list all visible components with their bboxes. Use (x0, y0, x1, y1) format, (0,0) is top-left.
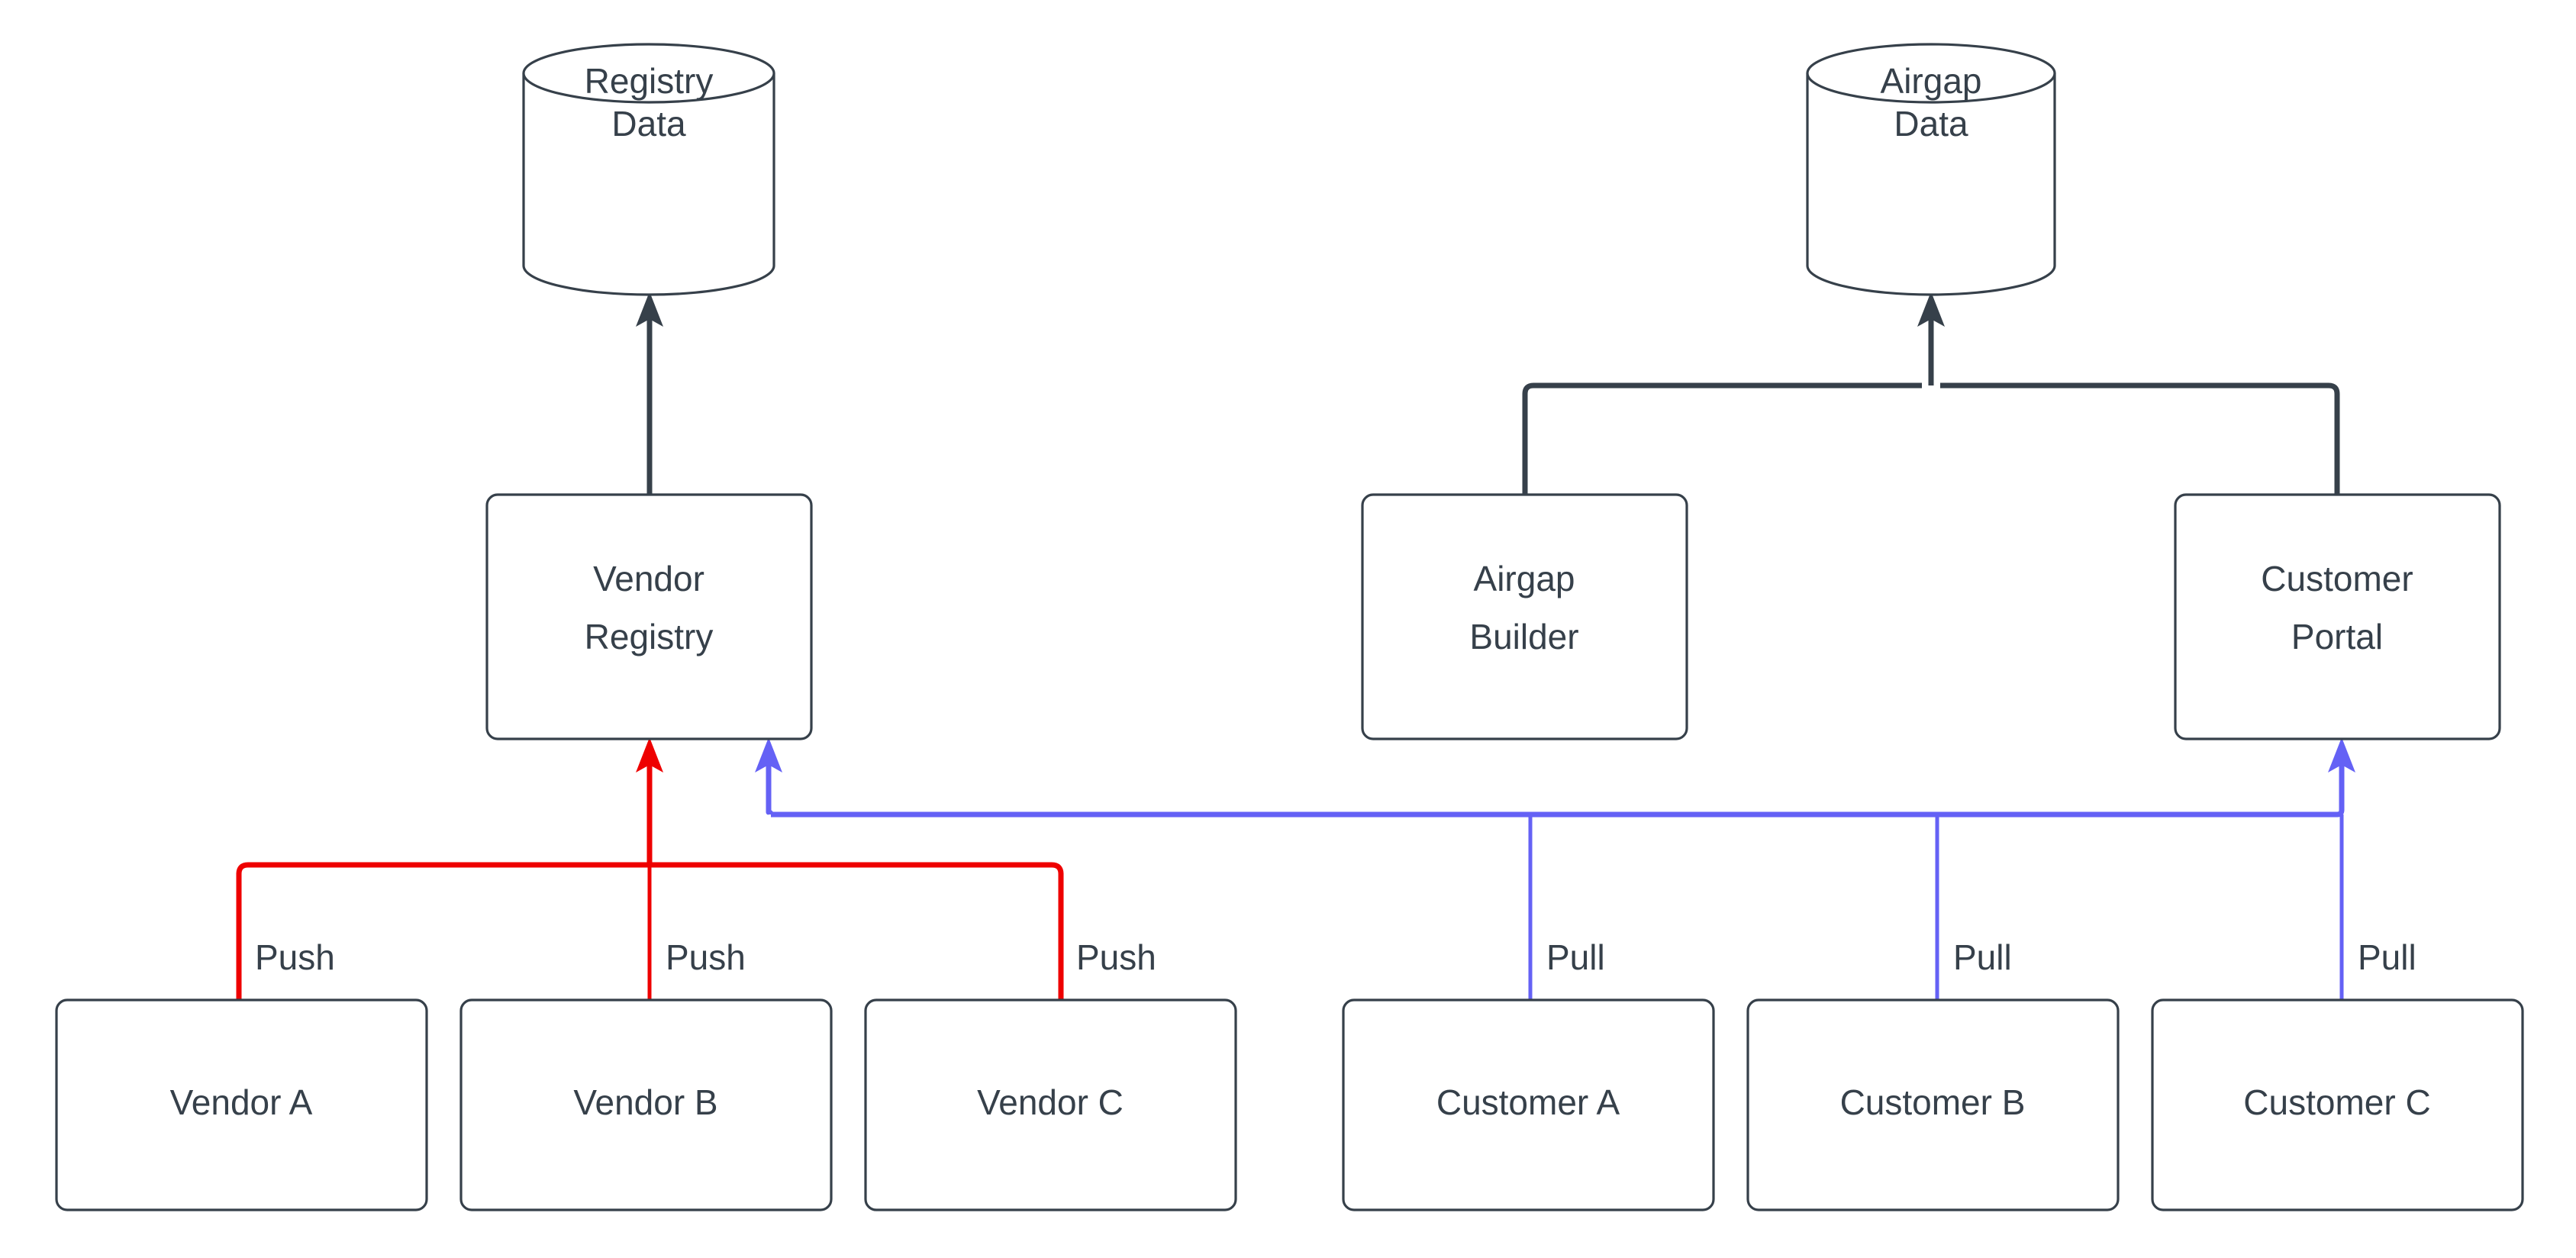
node-customer-portal[interactable]: Customer Portal (2174, 493, 2501, 740)
registry-data-label-line1: Registry (585, 61, 714, 101)
customer-c-label: Customer C (2243, 1082, 2430, 1122)
vendor-registry-label-line1: Vendor (593, 559, 704, 598)
edge-label-push-a: Push (255, 937, 335, 977)
node-customer-a[interactable]: Customer A (1342, 998, 1715, 1211)
edge-vendor-registry-to-registry-data (636, 292, 663, 495)
vendor-a-label: Vendor A (170, 1082, 313, 1122)
customer-portal-label-line2: Portal (2291, 617, 2383, 656)
customer-portal-label-line1: Customer (2261, 559, 2413, 598)
vendor-b-label: Vendor B (573, 1082, 717, 1122)
node-airgap-builder[interactable]: Airgap Builder (1361, 493, 1688, 740)
registry-data-label-line2: Data (611, 104, 686, 144)
customer-b-label: Customer B (1840, 1082, 2026, 1122)
node-vendor-b[interactable]: Vendor B (459, 998, 833, 1211)
arrowhead-up-icon (1917, 292, 1945, 327)
edge-push-bus (236, 737, 1064, 1000)
edge-label-pull-c: Pull (2358, 937, 2416, 977)
edge-label-pull-a: Pull (1546, 937, 1605, 977)
edge-airgap-bracket-to-airgap-data (1522, 292, 2340, 495)
edge-label-push-b: Push (666, 937, 746, 977)
arrowhead-up-icon (755, 737, 782, 773)
airgap-builder-label-line1: Airgap (1474, 559, 1575, 598)
node-registry-data[interactable]: Registry Data (522, 43, 775, 296)
edge-label-pull-b: Pull (1953, 937, 2012, 977)
edge-label-push-c: Push (1076, 937, 1156, 977)
airgap-data-label-line2: Data (1894, 104, 1968, 144)
node-airgap-data[interactable]: Airgap Data (1806, 43, 2056, 296)
node-vendor-a[interactable]: Vendor A (55, 998, 428, 1211)
arrowhead-up-icon (636, 737, 663, 773)
vendor-c-label: Vendor C (977, 1082, 1124, 1122)
arrowhead-up-icon (2328, 737, 2355, 773)
airgap-data-label-line1: Airgap (1881, 61, 1982, 101)
node-customer-b[interactable]: Customer B (1746, 998, 2120, 1211)
edge-pull-bus (755, 737, 2355, 1000)
node-customer-c[interactable]: Customer C (2151, 998, 2524, 1211)
customer-a-label: Customer A (1436, 1082, 1620, 1122)
node-vendor-c[interactable]: Vendor C (864, 998, 1237, 1211)
airgap-builder-label-line2: Builder (1469, 617, 1578, 656)
node-vendor-registry[interactable]: Vendor Registry (485, 493, 813, 740)
vendor-registry-label-line2: Registry (585, 617, 714, 656)
arrowhead-up-icon (636, 292, 663, 327)
